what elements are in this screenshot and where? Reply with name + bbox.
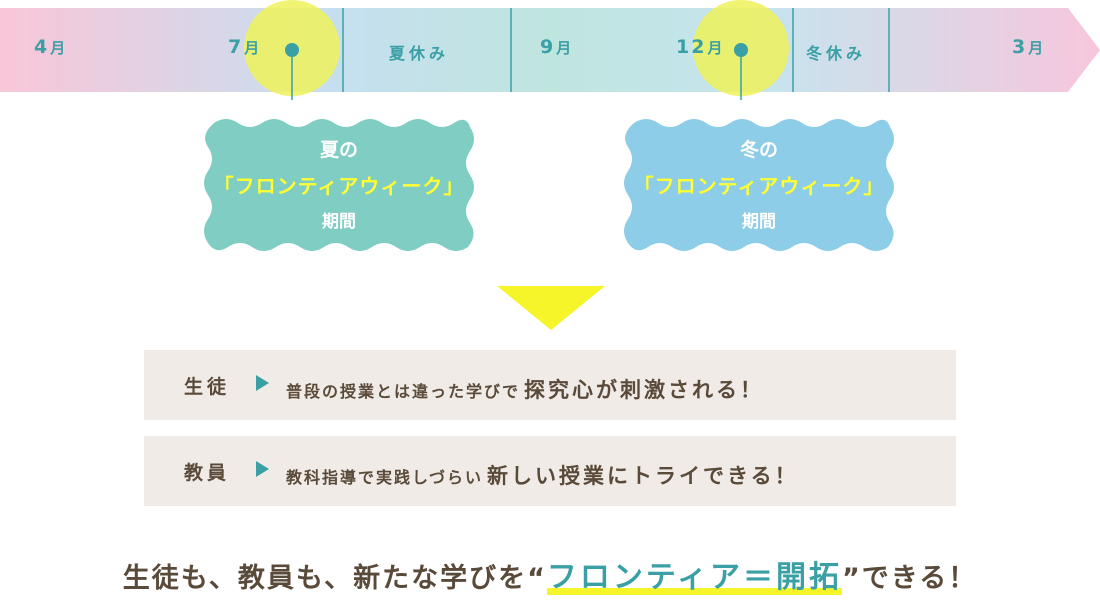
winter-frontier-week-bubble: 冬の 「フロンティアウィーク」 期間	[620, 115, 898, 255]
bubble-frontier-week-title: 「フロンティアウィーク」	[633, 174, 885, 198]
timeline-arrow-bar	[0, 0, 1100, 100]
conclusion-prefix: 生徒も、教員も、新たな学びを“	[122, 563, 547, 594]
row-description-text: 普段の授業とは違った学びで	[286, 382, 521, 401]
bubble-season-label: 夏の	[319, 139, 358, 161]
teacher-benefit-row: 教員 教科指導で実践しづらい新しい授業にトライできる！	[144, 436, 956, 506]
row-subject-label: 教員	[184, 462, 231, 484]
play-triangle-icon	[256, 375, 269, 391]
row-description: 教科指導で実践しづらい新しい授業にトライできる！	[286, 460, 799, 490]
summer-frontier-week-bubble: 夏の 「フロンティアウィーク」 期間	[200, 115, 478, 255]
row-emphasis-text: 探究心が刺激される！	[524, 378, 765, 402]
down-arrow-icon	[497, 286, 605, 330]
summer-vacation-label: 夏休み	[389, 44, 450, 63]
row-subject-label: 生徒	[184, 376, 231, 398]
conclusion-statement: 生徒も、教員も、新たな学びを“フロンティア＝開拓”できる！	[0, 552, 1100, 596]
student-benefit-row: 生徒 普段の授業とは違った学びで探究心が刺激される！	[144, 350, 956, 420]
row-emphasis-text: 新しい授業にトライできる！	[487, 464, 799, 488]
month-label-dec: 12月	[676, 36, 725, 58]
play-triangle-icon	[256, 461, 269, 477]
conclusion-accent-frontier: フロンティア＝開拓	[546, 560, 843, 595]
timeline: 4月 7月 夏休み 9月 12月 冬休み 3月	[0, 0, 1100, 100]
conclusion-suffix: ”できる！	[842, 563, 978, 594]
month-label-sep: 9月	[540, 36, 574, 58]
row-description: 普段の授業とは違った学びで探究心が刺激される！	[286, 374, 764, 404]
winter-vacation-label: 冬休み	[806, 44, 867, 63]
month-label-jul: 7月	[228, 36, 262, 58]
month-label-apr: 4月	[34, 36, 68, 58]
bubble-frontier-week-title: 「フロンティアウィーク」	[213, 174, 465, 198]
bubble-period-label: 期間	[742, 212, 776, 232]
bubble-period-label: 期間	[322, 212, 356, 232]
row-description-text: 教科指導で実践しづらい	[286, 468, 484, 487]
bubble-season-label: 冬の	[739, 139, 778, 161]
month-label-mar: 3月	[1012, 36, 1046, 58]
